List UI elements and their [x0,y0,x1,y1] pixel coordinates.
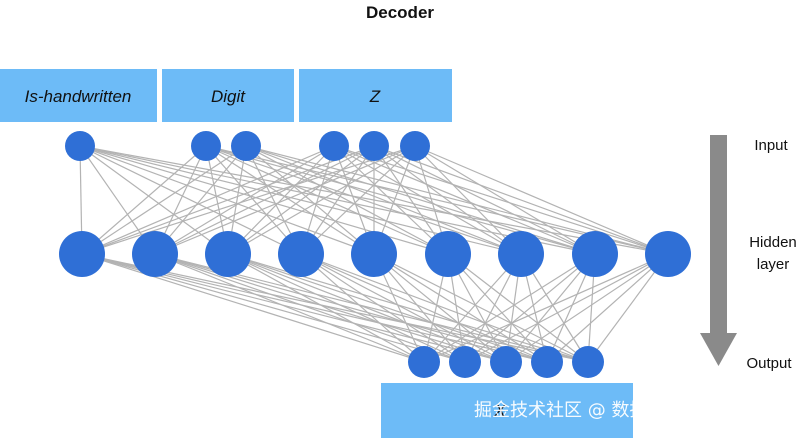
edge [300,253,589,363]
hidden-node [278,231,324,277]
edge [414,145,669,255]
output-box [381,383,633,438]
edge [333,145,522,255]
edge [205,145,522,255]
edge [205,145,449,255]
edge [300,253,425,363]
output-node [449,346,481,378]
edge [373,253,548,363]
hidden-node [351,231,397,277]
edge [423,253,596,363]
edge [464,253,596,363]
edge [227,145,375,255]
edge [245,145,449,255]
edge [423,253,522,363]
edge [373,253,507,363]
input-box-label-z: Z [369,87,381,106]
edge [333,145,449,255]
input-box-is-handwritten [0,69,157,122]
input-box-label-is-handwritten: Is-handwritten [25,87,132,106]
diagram-title: Decoder [366,3,434,22]
edge [245,145,375,255]
output-box-label: X [493,401,506,420]
edge [227,253,466,363]
edge [79,145,229,255]
hidden-node [498,231,544,277]
output-node [531,346,563,378]
edge [300,253,466,363]
side-label-hidden-line1: Hidden [749,234,797,251]
input-group-boxes: Is-handwritten Digit Z [0,69,452,122]
side-label-input: Input [754,137,788,154]
input-node [191,131,221,161]
edge [79,145,302,255]
edge [414,145,596,255]
side-label-hidden-line2: layer [757,256,790,273]
edge [373,145,596,255]
edge [81,145,375,255]
input-node [65,131,95,161]
edge [154,253,466,363]
watermark-text: 掘金技术社区 @ 数据智能老司机 [474,400,737,421]
input-box-label-digit: Digit [211,87,246,106]
input-node [319,131,349,161]
edge [81,145,247,255]
edge [464,253,669,363]
edge [227,145,416,255]
hidden-node [59,231,105,277]
edge [423,253,669,363]
edge [205,145,375,255]
edge [300,145,416,255]
edge [154,145,416,255]
hidden-node [645,231,691,277]
edge [333,145,669,255]
edge [227,253,548,363]
edge [154,145,335,255]
edge [227,253,425,363]
edge [81,145,335,255]
edge [505,253,596,363]
hidden-node [205,231,251,277]
edge [414,145,522,255]
edge [447,253,548,363]
hidden-node [132,231,178,277]
input-node [400,131,430,161]
edge [300,253,548,363]
side-label-output: Output [746,355,792,372]
edge [154,145,375,255]
input-box-digit [162,69,294,122]
down-arrow-icon [700,135,737,366]
edge [205,145,302,255]
output-node [408,346,440,378]
edge [227,145,335,255]
edge [81,145,416,255]
edge [300,253,507,363]
input-node [231,131,261,161]
output-node [490,346,522,378]
edge [373,145,669,255]
output-node [572,346,604,378]
edge [81,145,207,255]
edge [546,253,669,363]
hidden-node [425,231,471,277]
network-nodes [59,131,691,378]
edge [505,253,669,363]
connection-edges [79,145,669,363]
edge [154,253,507,363]
hidden-node [572,231,618,277]
edge [227,253,507,363]
edge [373,253,466,363]
edge [373,253,589,363]
edge [81,253,425,363]
edge [373,145,522,255]
input-box-z [299,69,452,122]
edge [154,145,247,255]
input-node [359,131,389,161]
edge [154,253,425,363]
edge [447,253,589,363]
edge [333,145,596,255]
